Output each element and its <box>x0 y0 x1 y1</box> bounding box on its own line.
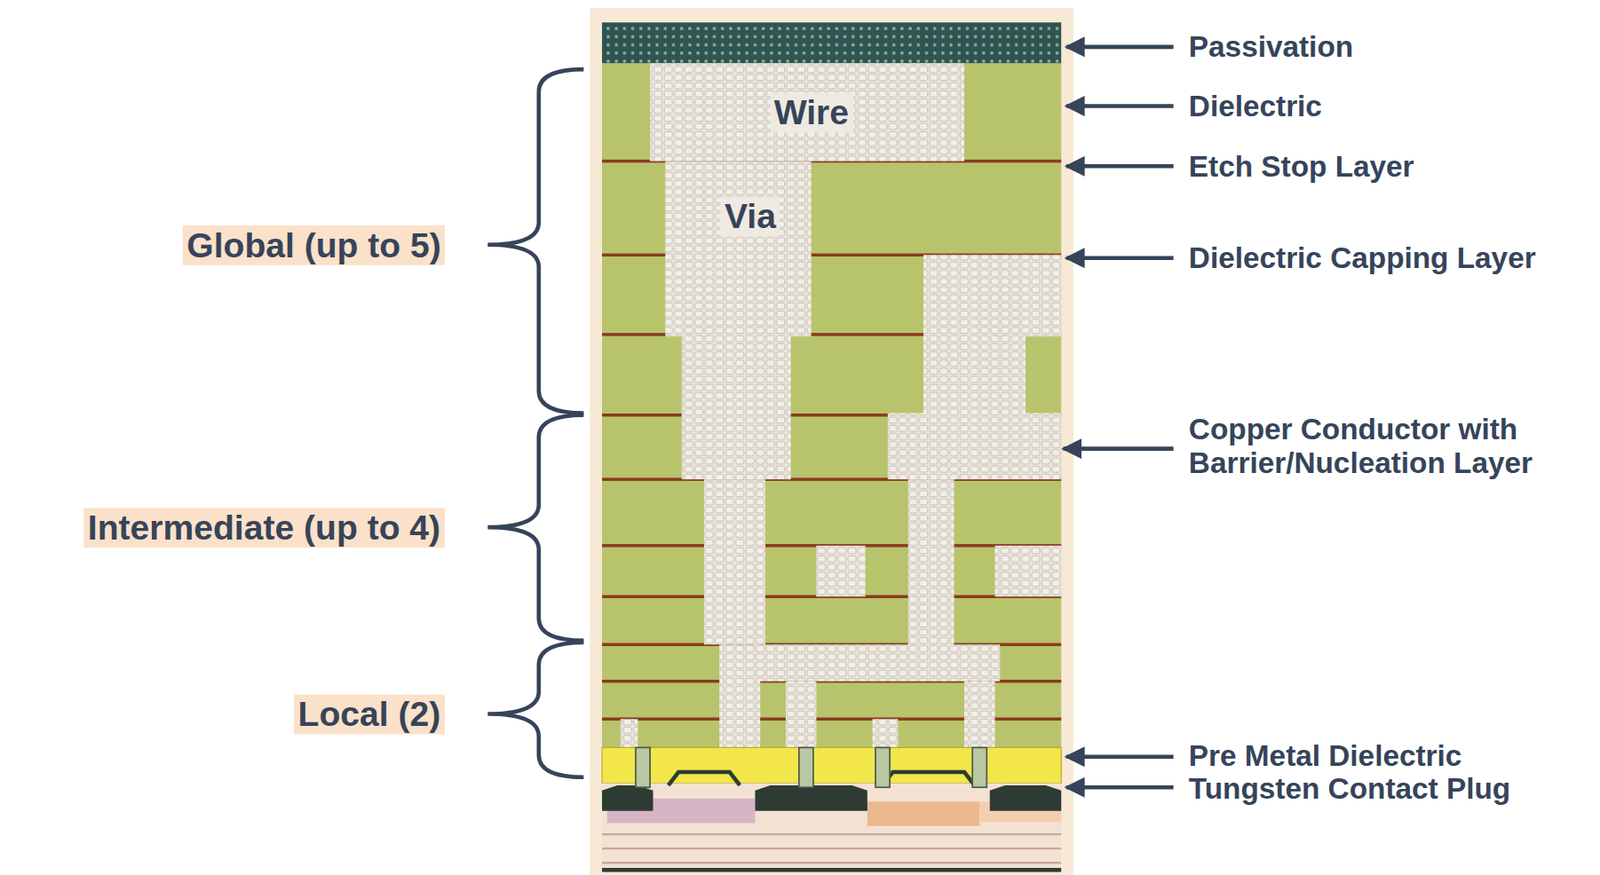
part-label: Via <box>720 196 780 237</box>
layer-label: Passivation <box>1188 30 1354 64</box>
copper-conductor <box>923 334 1026 416</box>
substrate-line <box>601 833 1062 836</box>
copper-conductor <box>681 334 792 480</box>
bracket <box>487 642 584 778</box>
copper-conductor <box>649 63 965 161</box>
copper-conductor <box>923 254 1062 337</box>
copper-conductor <box>620 719 639 748</box>
level-label: Local (2) <box>293 694 445 735</box>
leader-arrow <box>1066 754 1174 760</box>
frame <box>589 7 1074 875</box>
copper-conductor <box>719 644 761 748</box>
pre-metal-dielectric <box>601 747 1062 784</box>
bracket <box>487 415 584 642</box>
copper-conductor <box>908 479 955 649</box>
leader-arrow <box>1066 785 1174 791</box>
level-label: Intermediate (up to 4) <box>83 507 444 548</box>
copper-conductor <box>964 681 995 749</box>
layer-label: Copper Conductor with Barrier/Nucleation… <box>1188 412 1598 482</box>
leader-arrow <box>1066 164 1174 169</box>
substrate-base <box>601 868 1062 873</box>
gate-spacer <box>668 772 740 786</box>
copper-conductor <box>665 161 811 338</box>
passivation-layer <box>601 22 1062 64</box>
leader-arrow <box>1066 103 1174 109</box>
tungsten-plug <box>875 747 890 788</box>
leader-arrow <box>1066 255 1174 261</box>
copper-conductor <box>994 546 1062 597</box>
substrate-line <box>601 862 1062 864</box>
gate-block <box>754 785 867 812</box>
copper-conductor <box>815 546 865 597</box>
leader-arrow <box>1066 45 1174 50</box>
copper-conductor <box>754 644 1000 682</box>
gate-spacer <box>882 772 975 786</box>
diffusion <box>867 801 980 827</box>
copper-conductor <box>785 681 816 749</box>
bracket <box>487 69 584 413</box>
gate-block <box>990 785 1062 812</box>
tungsten-plug <box>635 747 650 788</box>
tungsten-plug <box>972 747 987 788</box>
leader-arrow <box>1062 446 1173 452</box>
layer-label: Dielectric Capping Layer <box>1188 241 1537 276</box>
part-label: Wire <box>769 92 854 133</box>
copper-conductor <box>872 719 899 748</box>
gate-block <box>601 785 653 812</box>
layer-label: Tungsten Contact Plug <box>1188 771 1511 806</box>
dielectric <box>601 63 1062 748</box>
layer-label: Etch Stop Layer <box>1188 149 1415 183</box>
layer-label: Dielectric <box>1188 89 1323 124</box>
copper-conductor <box>887 412 1062 480</box>
layer-label: Pre Metal Dielectric <box>1188 739 1463 774</box>
substrate-line <box>601 847 1062 850</box>
tungsten-plug <box>799 747 814 788</box>
level-label: Global (up to 5) <box>182 224 446 265</box>
copper-conductor <box>704 479 766 645</box>
substrate <box>601 784 1062 873</box>
